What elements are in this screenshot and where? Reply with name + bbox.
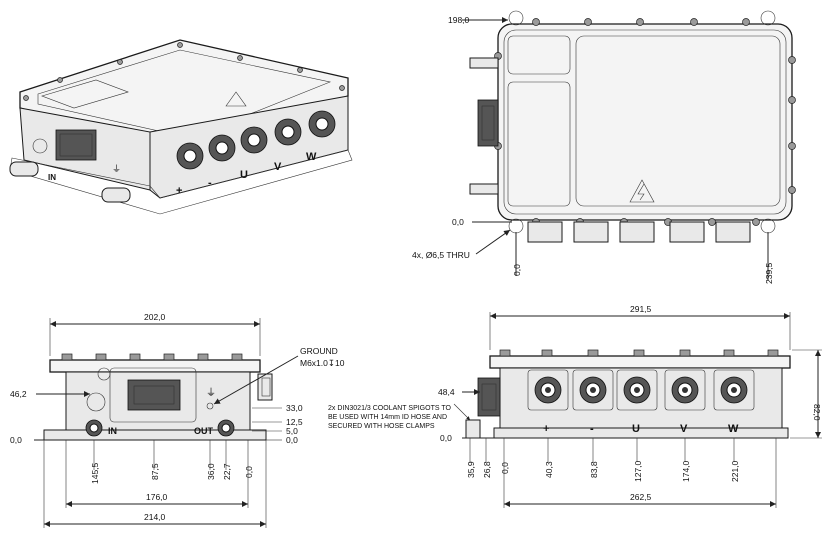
side-dim-330: 33,0 bbox=[286, 403, 303, 413]
iso-signal-connector bbox=[55, 129, 97, 161]
front-coolant-note-line1: 2x DIN3021/3 COOLANT SPIGOTS TO bbox=[328, 405, 451, 412]
front-view: + - U V W 291,5 82,0 48,4 0,0 2x DIN3021… bbox=[328, 304, 822, 508]
side-port-in-label: IN bbox=[108, 426, 117, 436]
iso-port-in-label: IN bbox=[48, 173, 56, 182]
side-vent-small bbox=[97, 367, 111, 381]
front-terminal-plus: + bbox=[543, 423, 549, 435]
top-view: 198,0 0,0 0,0 239,5 4x, Ø6,5 THRU bbox=[412, 10, 796, 284]
top-tall-panel bbox=[507, 81, 571, 207]
top-housing-outline bbox=[497, 23, 793, 221]
iso-base-flange bbox=[9, 149, 353, 215]
front-dim-1270: 127,0 bbox=[633, 460, 643, 482]
front-dim-359: 35,9 bbox=[466, 461, 476, 478]
side-dim-227: 22,7 bbox=[222, 463, 232, 480]
top-dim-left-zero: 0,0 bbox=[452, 217, 464, 227]
top-lid-panel bbox=[575, 35, 781, 207]
side-dim-1760: 176,0 bbox=[146, 492, 168, 502]
front-terminal-u: U bbox=[632, 423, 640, 435]
top-warning-icon bbox=[629, 179, 655, 203]
side-dim-125: 12,5 bbox=[286, 417, 303, 427]
top-hv-connectors bbox=[527, 221, 751, 243]
side-ground-symbol: ⏚ bbox=[206, 387, 216, 399]
side-dim-875: 87,5 bbox=[150, 463, 160, 480]
side-connector-frame bbox=[109, 367, 197, 423]
front-terminal-w: W bbox=[728, 423, 739, 435]
iso-terminal-v: V bbox=[274, 161, 282, 173]
front-dim-bottom-zero: 0,0 bbox=[500, 462, 510, 474]
side-dim-1455: 145,5 bbox=[90, 462, 100, 484]
front-base-flange bbox=[493, 427, 789, 439]
top-small-panel bbox=[507, 35, 571, 75]
front-dim-820: 82,0 bbox=[812, 404, 822, 421]
front-dim-838: 83,8 bbox=[589, 461, 599, 478]
front-terminal-minus: - bbox=[590, 423, 594, 435]
iso-hv-terminals bbox=[176, 110, 336, 170]
top-dim-198: 198,0 bbox=[448, 15, 470, 25]
front-signal-connector bbox=[477, 377, 501, 417]
iso-lid-bolts bbox=[23, 42, 345, 101]
side-ground-thread: M6x1.0↧10 bbox=[300, 358, 345, 368]
front-dim-403: 40,3 bbox=[544, 461, 554, 478]
side-dim-50: 5,0 bbox=[286, 426, 298, 436]
side-dim-2140: 214,0 bbox=[144, 512, 166, 522]
iso-terminal-u: U bbox=[240, 169, 248, 181]
side-dim-left-zero: 0,0 bbox=[10, 435, 22, 445]
side-signal-connector bbox=[127, 379, 181, 411]
front-dim-268: 26,8 bbox=[482, 461, 492, 478]
side-port-out-label: OUT bbox=[194, 426, 214, 436]
iso-coolant-spigot-out bbox=[101, 187, 131, 203]
iso-ground-symbol: ⏚ bbox=[112, 164, 121, 174]
iso-warning-icon bbox=[225, 91, 247, 107]
top-spigot-lower bbox=[469, 183, 499, 195]
front-dim-2915: 291,5 bbox=[630, 304, 652, 314]
isometric-view: + - U V W IN ⏚ bbox=[9, 39, 353, 215]
top-dim-2395: 239,5 bbox=[764, 262, 774, 284]
side-lid-bumps bbox=[61, 353, 243, 361]
front-terminal-v: V bbox=[680, 423, 688, 435]
front-dim-left-zero: 0,0 bbox=[440, 433, 452, 443]
top-mount-ear bbox=[508, 10, 524, 26]
side-dim-360: 36,0 bbox=[206, 463, 216, 480]
top-signal-connector bbox=[477, 99, 499, 147]
front-dim-2210: 221,0 bbox=[730, 460, 740, 482]
iso-terminal-minus: - bbox=[208, 177, 212, 189]
iso-terminal-w: W bbox=[306, 151, 317, 163]
side-dim-bottom-zero: 0,0 bbox=[244, 466, 254, 478]
side-vent-large bbox=[86, 392, 106, 412]
side-end-bracket bbox=[257, 373, 273, 401]
side-view: IN OUT ⏚ 202,0 GROUND M6x1.0↧10 46,2 0,0… bbox=[10, 312, 345, 528]
top-dim-bottom-zero: 0,0 bbox=[512, 264, 522, 276]
side-dim-right-zero: 0,0 bbox=[286, 435, 298, 445]
iso-terminal-plus: + bbox=[176, 185, 182, 197]
front-coolant-note-line3: SECURED WITH HOSE CLAMPS bbox=[328, 423, 435, 430]
front-lid-flange bbox=[489, 355, 791, 369]
top-spigot-upper bbox=[469, 57, 499, 69]
front-dim-2625: 262,5 bbox=[630, 492, 652, 502]
side-base-flange bbox=[43, 429, 267, 441]
side-dim-202: 202,0 bbox=[144, 312, 166, 322]
side-dim-462: 46,2 bbox=[10, 389, 27, 399]
iso-coolant-spigot-in bbox=[9, 161, 39, 177]
side-ground-label: GROUND bbox=[300, 346, 338, 356]
side-lid-flange bbox=[49, 359, 261, 373]
front-dim-1740: 174,0 bbox=[681, 460, 691, 482]
front-hv-terminals bbox=[527, 369, 755, 411]
top-hole-note: 4x, Ø6,5 THRU bbox=[412, 250, 470, 260]
front-dim-484: 48,4 bbox=[438, 387, 455, 397]
front-coolant-note-line2: BE USED WITH 14mm ID HOSE AND bbox=[328, 414, 447, 421]
front-lid-bumps bbox=[499, 349, 779, 357]
front-coolant-spigot bbox=[465, 419, 481, 439]
